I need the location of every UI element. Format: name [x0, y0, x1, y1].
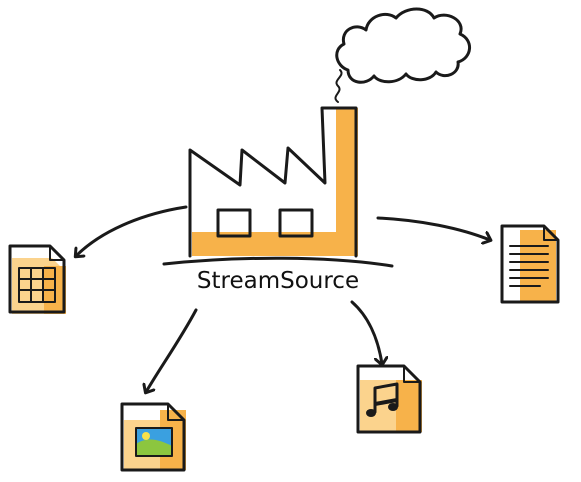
music-file-icon [356, 364, 422, 434]
arrow-to-document [376, 216, 490, 240]
arrow-to-music [350, 300, 382, 364]
arrow-to-image [146, 308, 198, 392]
arrows [76, 205, 490, 392]
diagram-title: StreamSource [197, 268, 359, 294]
arrow-to-spreadsheet [76, 205, 188, 256]
smoke-cloud-icon [334, 7, 471, 103]
spreadsheet-file-icon [8, 244, 66, 314]
text-document-file-icon [500, 224, 560, 304]
factory-icon [162, 106, 394, 268]
image-file-icon [120, 402, 186, 472]
